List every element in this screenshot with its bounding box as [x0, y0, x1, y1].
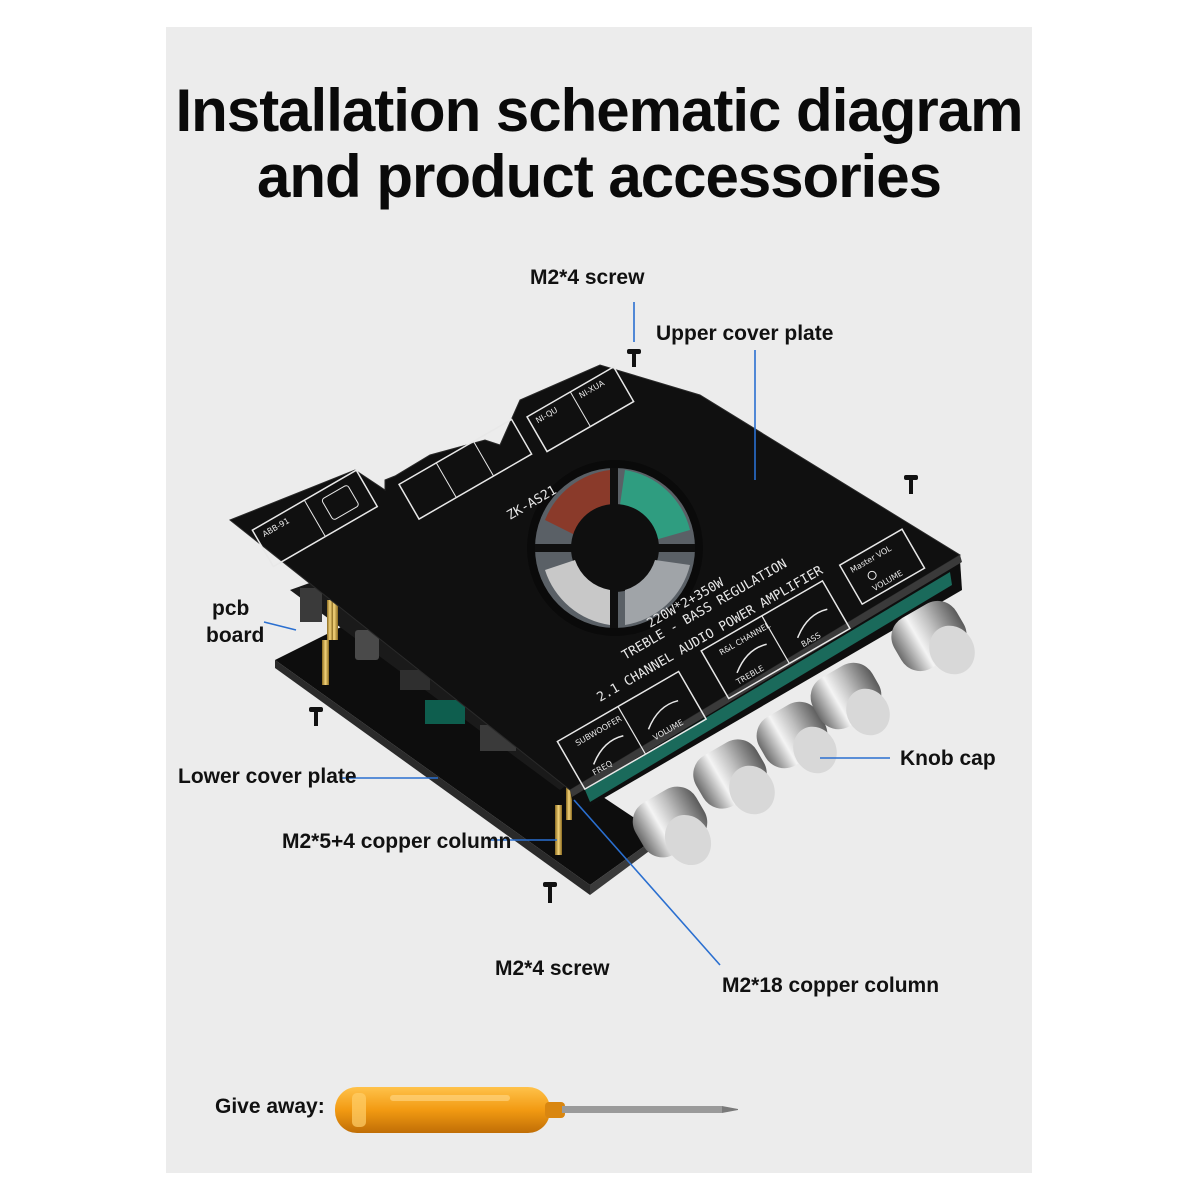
- screw-icon: [904, 475, 918, 494]
- leader-lines: [263, 302, 890, 966]
- label-upper-cover: Upper cover plate: [656, 322, 833, 345]
- label-pcb-line1: pcb: [212, 597, 249, 620]
- knob-cap: [756, 701, 837, 774]
- title-line-1: Installation schematic diagram: [175, 77, 1024, 144]
- knob-cap: [891, 600, 975, 675]
- front-side-panel: [570, 560, 962, 815]
- label-copper-18: M2*18 copper column: [722, 974, 939, 997]
- screw-icon: [627, 349, 641, 367]
- label-pcb-line2: board: [206, 624, 264, 647]
- title-line-2: and product accessories: [257, 143, 942, 210]
- label-knob-cap: Knob cap: [900, 747, 996, 770]
- knob-caps: [632, 600, 975, 866]
- copper-columns: [322, 600, 572, 855]
- label-copper-5-4: M2*5+4 copper column: [282, 830, 511, 853]
- screwdriver-icon: [335, 1087, 738, 1133]
- label-give-away: Give away:: [215, 1095, 325, 1118]
- label-lower-cover: Lower cover plate: [178, 765, 357, 788]
- screw-icon: [543, 882, 557, 903]
- speaker-icon-box: [398, 418, 533, 521]
- page-title: Installation schematic diagram and produ…: [166, 78, 1032, 210]
- upper-cover-plate: ZK-AS21 220W*2+350W TREBLE - BASS REGULA…: [229, 364, 962, 797]
- label-screw-bottom: M2*4 screw: [495, 957, 610, 980]
- knob-cap: [693, 739, 775, 815]
- knob-cap: [810, 662, 890, 736]
- label-screw-top: M2*4 screw: [530, 266, 645, 289]
- knob-cap: [632, 786, 712, 866]
- screw-icon: [309, 707, 323, 726]
